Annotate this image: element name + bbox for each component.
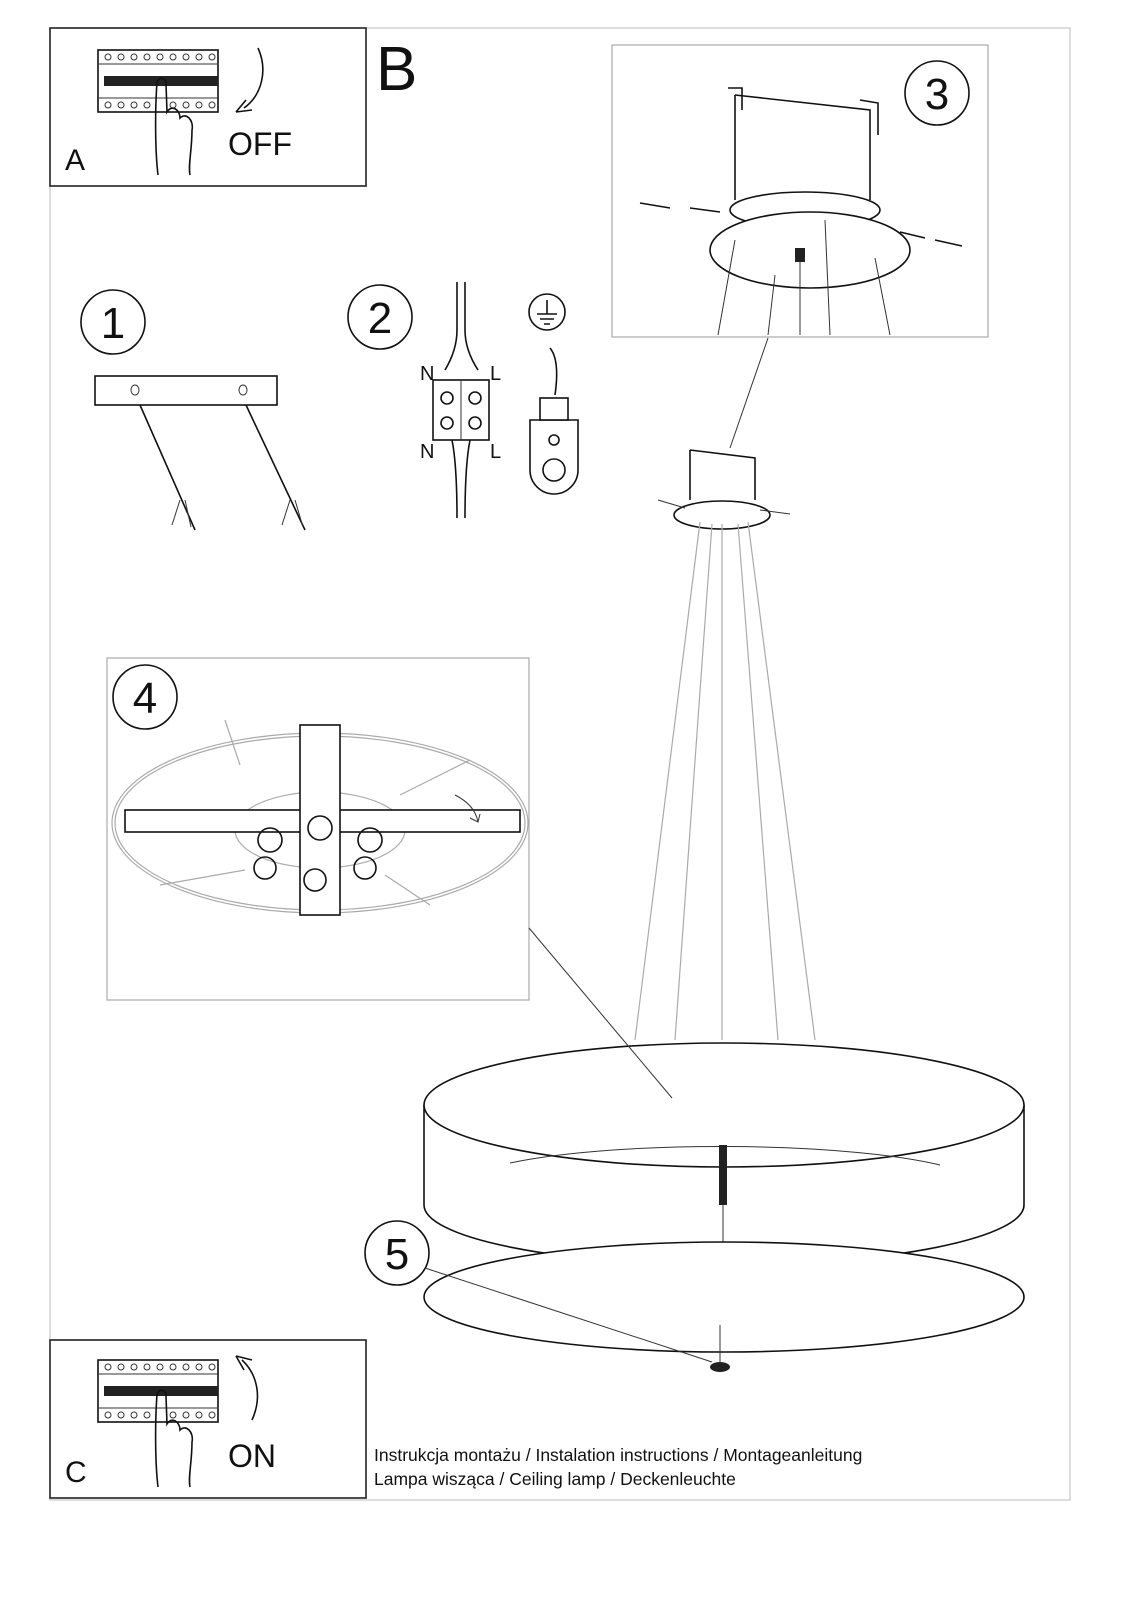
live-label-top: L — [490, 363, 501, 385]
step-3-canopy-detail: 3 — [611, 44, 989, 338]
diffuser — [423, 1241, 1025, 1353]
earth-clamp-icon — [529, 419, 579, 495]
panel-c-label: C — [65, 1456, 87, 1489]
breaker-icon — [97, 49, 219, 113]
off-label: OFF — [228, 126, 292, 162]
neutral-label-top: N — [420, 363, 434, 385]
hand-icon — [154, 1389, 194, 1488]
step-5-number: 5 — [385, 1230, 409, 1279]
step-2-wiring: 2 N L N L — [347, 282, 579, 519]
step-2-number: 2 — [368, 294, 392, 343]
page-frame — [49, 27, 1071, 1501]
panel-c-power-on: C ON — [49, 1339, 367, 1499]
live-label-bottom: L — [490, 441, 501, 463]
step-4-shade-assembly: 4 — [106, 657, 530, 1001]
hand-icon — [154, 77, 194, 176]
pendant-lamp-illustration — [423, 449, 1025, 1372]
step-1-number: 1 — [101, 299, 125, 348]
step-3-number: 3 — [925, 70, 949, 119]
step-1-ceiling-mount: 1 — [80, 289, 306, 531]
earth-ground-icon — [528, 293, 566, 331]
arrow-down-icon — [235, 47, 264, 113]
step-4-number: 4 — [133, 674, 157, 723]
caption-instructions: Instrukcja montażu / Instalation instruc… — [374, 1445, 862, 1465]
on-label: ON — [228, 1438, 276, 1474]
panel-a-power-off: A OFF — [49, 27, 367, 187]
panel-b-label: B — [376, 35, 417, 104]
step-5-diffuser: 5 — [364, 1220, 713, 1363]
panel-a-label: A — [65, 144, 85, 177]
arrow-up-icon — [235, 1355, 259, 1421]
neutral-label-bottom: N — [420, 441, 434, 463]
caption-product: Lampa wisząca / Ceiling lamp / Deckenleu… — [374, 1469, 736, 1489]
